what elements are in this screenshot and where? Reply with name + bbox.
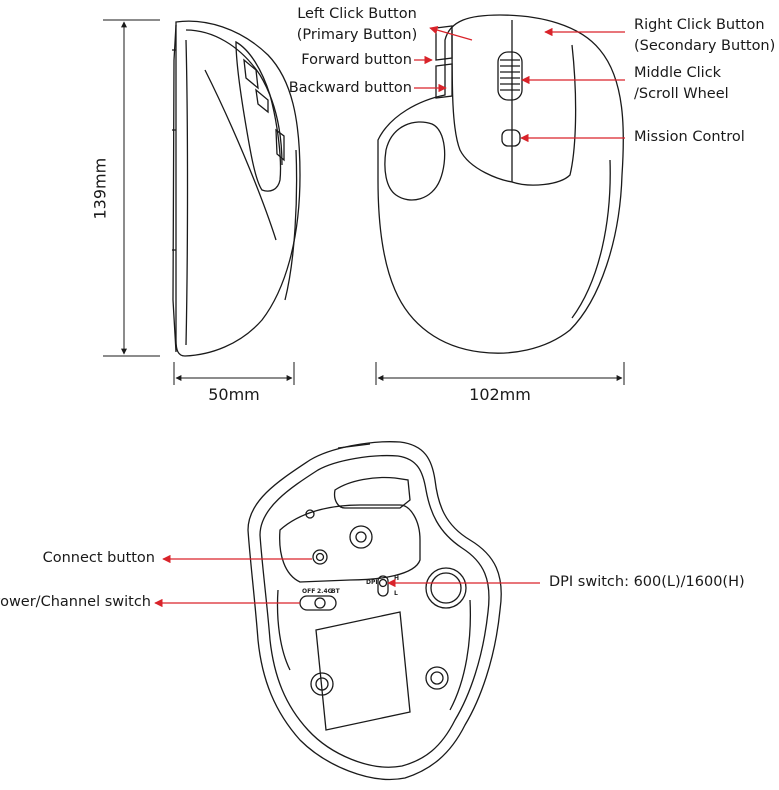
right-click-line2: (Secondary Button) [634, 38, 776, 54]
left-click-label: Left Click Button (Primary Button) [282, 4, 432, 46]
top-callout-arrows [414, 26, 625, 143]
side-width-dimension [173, 362, 295, 385]
bottom-view [247, 441, 502, 780]
side-view [172, 20, 301, 357]
top-width-dimension [375, 362, 625, 385]
right-click-label: Right Click Button (Secondary Button) [634, 15, 775, 57]
height-dimension [103, 19, 160, 357]
forward-label: Forward button [301, 52, 412, 68]
dpi-high-mark: H [394, 575, 399, 582]
power-channel-switch-label: Power/Channel switch [0, 594, 151, 610]
height-label: 139mm [90, 157, 110, 220]
dpi-mark: DPI [366, 579, 378, 586]
left-click-line2: (Primary Button) [296, 27, 418, 43]
middle-click-line1: Middle Click [634, 65, 722, 81]
power-24g-mark: 2.4G [317, 588, 333, 595]
left-click-line1: Left Click Button [297, 6, 417, 22]
power-off-mark: OFF [302, 588, 315, 595]
middle-click-label: Middle Click /Scroll Wheel [634, 63, 729, 105]
power-bt-mark: BT [331, 588, 341, 595]
middle-click-line2: /Scroll Wheel [634, 86, 729, 102]
backward-label: Backward button [288, 80, 412, 96]
bottom-callout-arrows [154, 554, 540, 608]
dpi-switch-label: DPI switch: 600(L)/1600(H) [549, 574, 745, 590]
bottom-switch-labels: OFF 2.4G BT DPI H L [302, 575, 399, 597]
top-view [377, 14, 624, 354]
side-width-label: 50mm [208, 385, 260, 404]
mission-control-label: Mission Control [634, 129, 745, 145]
dpi-low-mark: L [394, 590, 398, 597]
top-width-label: 102mm [469, 385, 531, 404]
connect-button-label: Connect button [42, 550, 155, 566]
right-click-line1: Right Click Button [634, 17, 765, 33]
